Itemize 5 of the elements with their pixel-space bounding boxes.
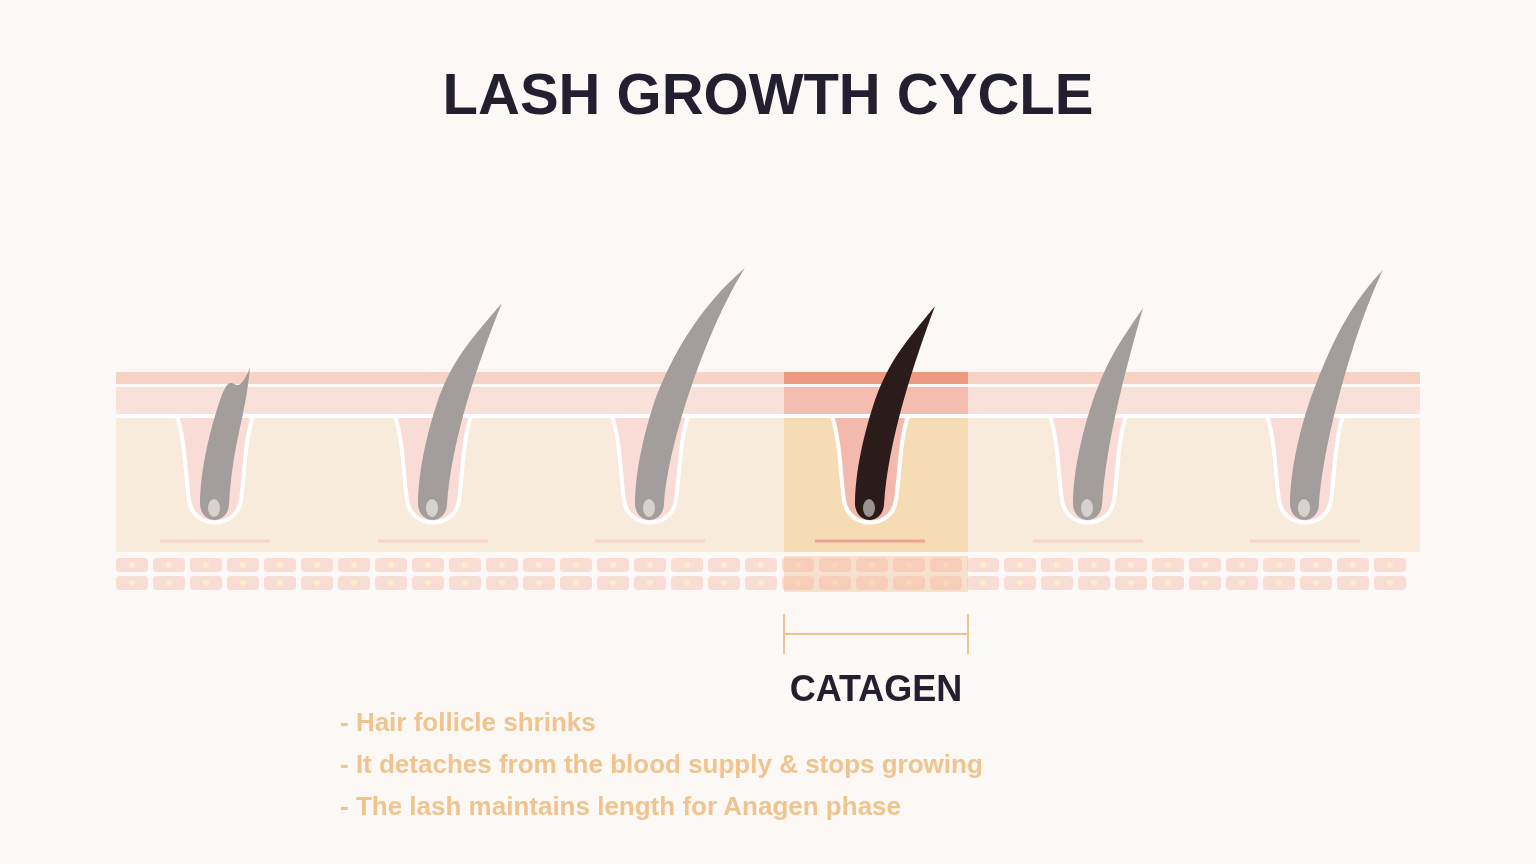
- bullet-text: - It detaches from the blood supply & stops growing: [340, 749, 983, 780]
- bullet-text: - Hair follicle shrinks: [340, 707, 596, 738]
- phase-label: CATAGEN: [788, 668, 964, 710]
- title: LASH GROWTH CYCLE: [441, 60, 1095, 127]
- bullet-text: - The lash maintains length for Anagen phase: [340, 791, 901, 822]
